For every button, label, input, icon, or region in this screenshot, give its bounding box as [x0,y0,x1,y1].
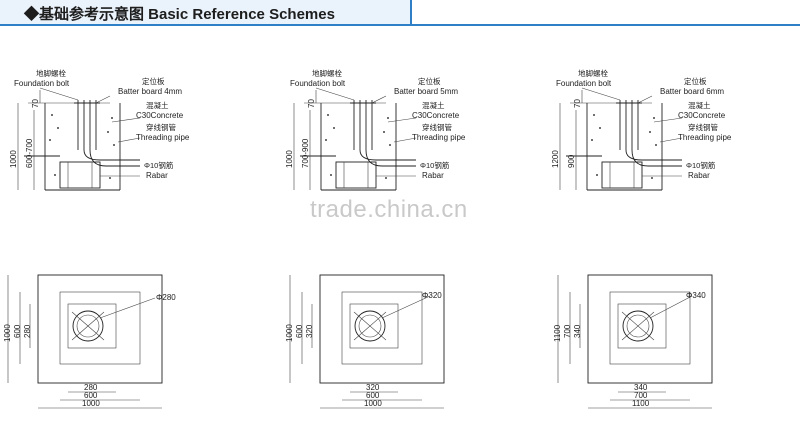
rebar-label-en-2: Rabar [422,171,444,180]
concrete-label-cn-3: 混凝土 [688,100,711,110]
rebar-label-cn-2: Φ10钢筋 [420,160,450,170]
concrete-label-cn-1: 混凝土 [146,100,169,110]
concrete-label-en-1: C30Concrete [136,111,184,120]
circle-dia-1: Φ280 [156,293,176,302]
plan-h-inner-1: 280 [84,383,98,392]
anchor-label-en-1: Foundation bolt [14,79,70,88]
rebar-label-en-3: Rabar [688,171,710,180]
dim-top-1: 70 [31,99,40,108]
circle-dia-2: Φ320 [422,291,442,300]
concrete-label-cn-2: 混凝土 [422,100,445,110]
circle-dia-3: Φ340 [686,291,706,300]
pipe-label-en-2: Threading pipe [412,133,466,142]
rebar-label-en-1: Rabar [146,171,168,180]
page-title: ◆基础参考示意图 Basic Reference Schemes [24,6,335,23]
plan-h-mid-2: 600 [366,391,380,400]
plan-h-outer-1: 1000 [82,399,100,408]
plan-view-1: Φ280 1000 600 280 280 600 1000 [3,274,176,409]
concrete-label-en-3: C30Concrete [678,111,726,120]
plan-v-inner-2: 320 [305,324,314,338]
board-label-cn-2: 定位板 [418,76,441,86]
section-view-2: 地脚螺栓 Foundation bolt 定位板 Batter board 5m… [285,68,466,191]
pipe-label-en-3: Threading pipe [678,133,732,142]
board-label-en-2: Batter board 5mm [394,87,458,96]
dim-depth-1: 600-700 [25,138,34,168]
plan-v-mid-1: 600 [13,324,22,338]
dim-depth-3: 900 [567,154,576,168]
rebar-label-cn-1: Φ10钢筋 [144,160,174,170]
anchor-label-cn-1: 地脚螺栓 [36,68,66,78]
section-view-3: 地脚螺栓 Foundation bolt 定位板 Batter board 6m… [551,68,732,191]
dim-total-2: 1000 [285,150,294,168]
board-label-en-1: Batter board 4mm [118,87,182,96]
board-label-cn-1: 定位板 [142,76,165,86]
plan-h-outer-2: 1000 [364,399,382,408]
dim-top-3: 70 [573,99,582,108]
plan-view-2: Φ320 1000 600 320 320 600 1000 [285,274,445,409]
header-rule [0,24,800,26]
board-label-cn-3: 定位板 [684,76,707,86]
anchor-label-cn-2: 地脚螺栓 [312,68,342,78]
plan-h-inner-2: 320 [366,383,380,392]
pipe-label-cn-3: 穿线钢管 [688,122,718,132]
plan-h-mid-1: 600 [84,391,98,400]
dim-top-2: 70 [307,99,316,108]
section-view-1: 地脚螺栓 Foundation bolt 定位板 Batter board 4m… [9,68,190,191]
plan-view-3: Φ340 1100 700 340 340 700 1100 [553,274,713,409]
plan-v-mid-2: 600 [295,324,304,338]
rebar-label-cn-3: Φ10钢筋 [686,160,716,170]
plan-v-outer-2: 1000 [285,324,294,342]
anchor-label-cn-3: 地脚螺栓 [578,68,608,78]
anchor-label-en-3: Foundation bolt [556,79,612,88]
plan-h-outer-3: 1100 [632,399,650,408]
plan-v-inner-1: 280 [23,324,32,338]
dim-total-1: 1000 [9,150,18,168]
plan-v-mid-3: 700 [563,324,572,338]
plan-v-inner-3: 340 [573,324,582,338]
pipe-label-cn-1: 穿线钢管 [146,122,176,132]
plan-h-inner-3: 340 [634,383,648,392]
dim-depth-2: 700-900 [301,138,310,168]
pipe-label-en-1: Threading pipe [136,133,190,142]
plan-v-outer-1: 1000 [3,324,12,342]
concrete-label-en-2: C30Concrete [412,111,460,120]
pipe-label-cn-2: 穿线钢管 [422,122,452,132]
header: ◆基础参考示意图 Basic Reference Schemes [0,0,800,26]
dim-total-3: 1200 [551,150,560,168]
header-tab [0,0,412,24]
board-label-en-3: Batter board 6mm [660,87,724,96]
anchor-label-en-2: Foundation bolt [290,79,346,88]
plan-v-outer-3: 1100 [553,324,562,342]
plan-h-mid-3: 700 [634,391,648,400]
watermark: trade.china.cn [310,196,468,223]
